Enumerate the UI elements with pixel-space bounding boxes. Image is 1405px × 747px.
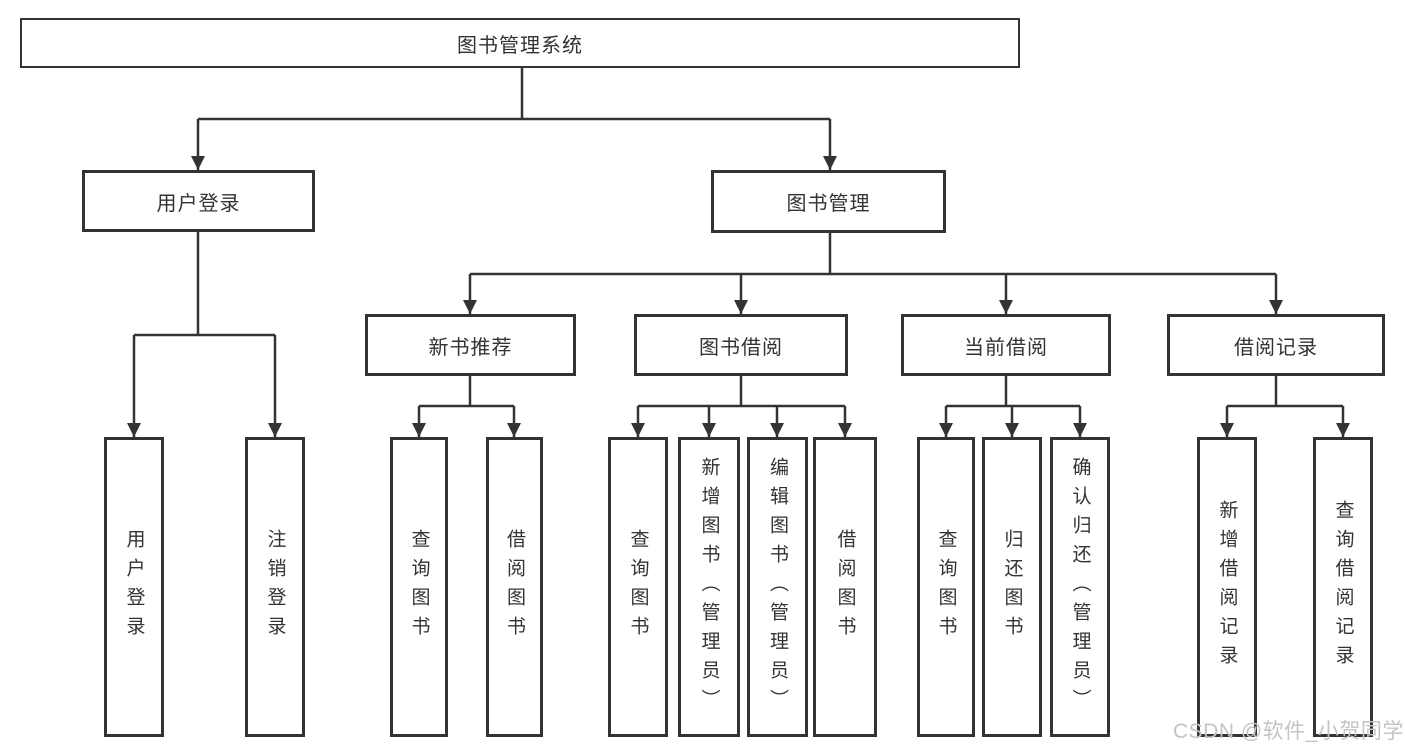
- node-leaf-user-login-label: 用户登录: [123, 529, 145, 645]
- node-leaf-bb-query-label: 查询图书: [627, 529, 649, 645]
- node-leaf-bb-add: 新增图书（管理员）: [678, 437, 740, 737]
- node-book-mgmt-label: 图书管理: [786, 193, 871, 215]
- node-user-login-label: 用户登录: [156, 192, 241, 215]
- node-leaf-bb-query: 查询图书: [608, 437, 668, 737]
- node-leaf-cb-query-label: 查询图书: [935, 529, 957, 645]
- node-borrow-record-label: 借阅记录: [1234, 336, 1318, 359]
- connector-book-mgmt-trunk: [470, 233, 1276, 276]
- node-leaf-bb-borrow: 借阅图书: [813, 437, 877, 737]
- node-leaf-bb-edit: 编辑图书（管理员）: [747, 437, 808, 737]
- node-leaf-cb-query: 查询图书: [917, 437, 975, 737]
- connector-root-trunk: [198, 68, 830, 121]
- connector-book-borrow-trunk: [638, 376, 845, 408]
- node-leaf-nb-borrow-label: 借阅图书: [504, 529, 525, 645]
- node-new-book-rec-label: 新书推荐: [428, 336, 513, 359]
- node-leaf-logout: 注销登录: [245, 437, 305, 737]
- node-user-login: 用户登录: [82, 170, 315, 232]
- connector-new-book-rec-trunk: [419, 376, 514, 408]
- node-root: 图书管理系统: [20, 18, 1020, 68]
- node-book-borrow-label: 图书借阅: [699, 336, 783, 359]
- node-leaf-bb-borrow-label: 借阅图书: [834, 529, 856, 645]
- node-leaf-nb-query-label: 查询图书: [408, 529, 430, 645]
- connector-current-borrow-trunk: [946, 376, 1080, 408]
- connector-borrow-record-trunk: [1227, 376, 1343, 408]
- node-leaf-br-add-label: 新增借阅记录: [1216, 500, 1238, 674]
- node-book-mgmt: 图书管理: [711, 170, 946, 233]
- csdn-watermark: CSDN @软件_小贺同学: [1173, 720, 1404, 743]
- node-leaf-bb-add-label: 新增图书（管理员）: [698, 456, 720, 718]
- connector-user-login-trunk: [134, 232, 275, 337]
- node-root-label: 图书管理系统: [457, 34, 583, 57]
- node-leaf-bb-edit-label: 编辑图书（管理员）: [767, 456, 788, 718]
- node-leaf-br-add: 新增借阅记录: [1197, 437, 1257, 737]
- node-current-borrow-label: 当前借阅: [964, 336, 1048, 359]
- node-book-borrow: 图书借阅: [634, 314, 848, 376]
- node-leaf-cb-return-label: 归还图书: [1001, 529, 1023, 645]
- node-new-book-rec: 新书推荐: [365, 314, 576, 376]
- node-leaf-cb-confirm-label: 确认归还（管理员）: [1069, 456, 1091, 718]
- node-borrow-record: 借阅记录: [1167, 314, 1385, 376]
- node-leaf-nb-borrow: 借阅图书: [486, 437, 543, 737]
- node-leaf-nb-query: 查询图书: [390, 437, 448, 737]
- node-current-borrow: 当前借阅: [901, 314, 1111, 376]
- node-leaf-br-query-label: 查询借阅记录: [1332, 500, 1354, 674]
- node-leaf-logout-label: 注销登录: [264, 529, 286, 645]
- node-leaf-user-login: 用户登录: [104, 437, 164, 737]
- node-leaf-cb-confirm: 确认归还（管理员）: [1050, 437, 1110, 737]
- node-leaf-br-query: 查询借阅记录: [1313, 437, 1373, 737]
- node-leaf-cb-return: 归还图书: [982, 437, 1042, 737]
